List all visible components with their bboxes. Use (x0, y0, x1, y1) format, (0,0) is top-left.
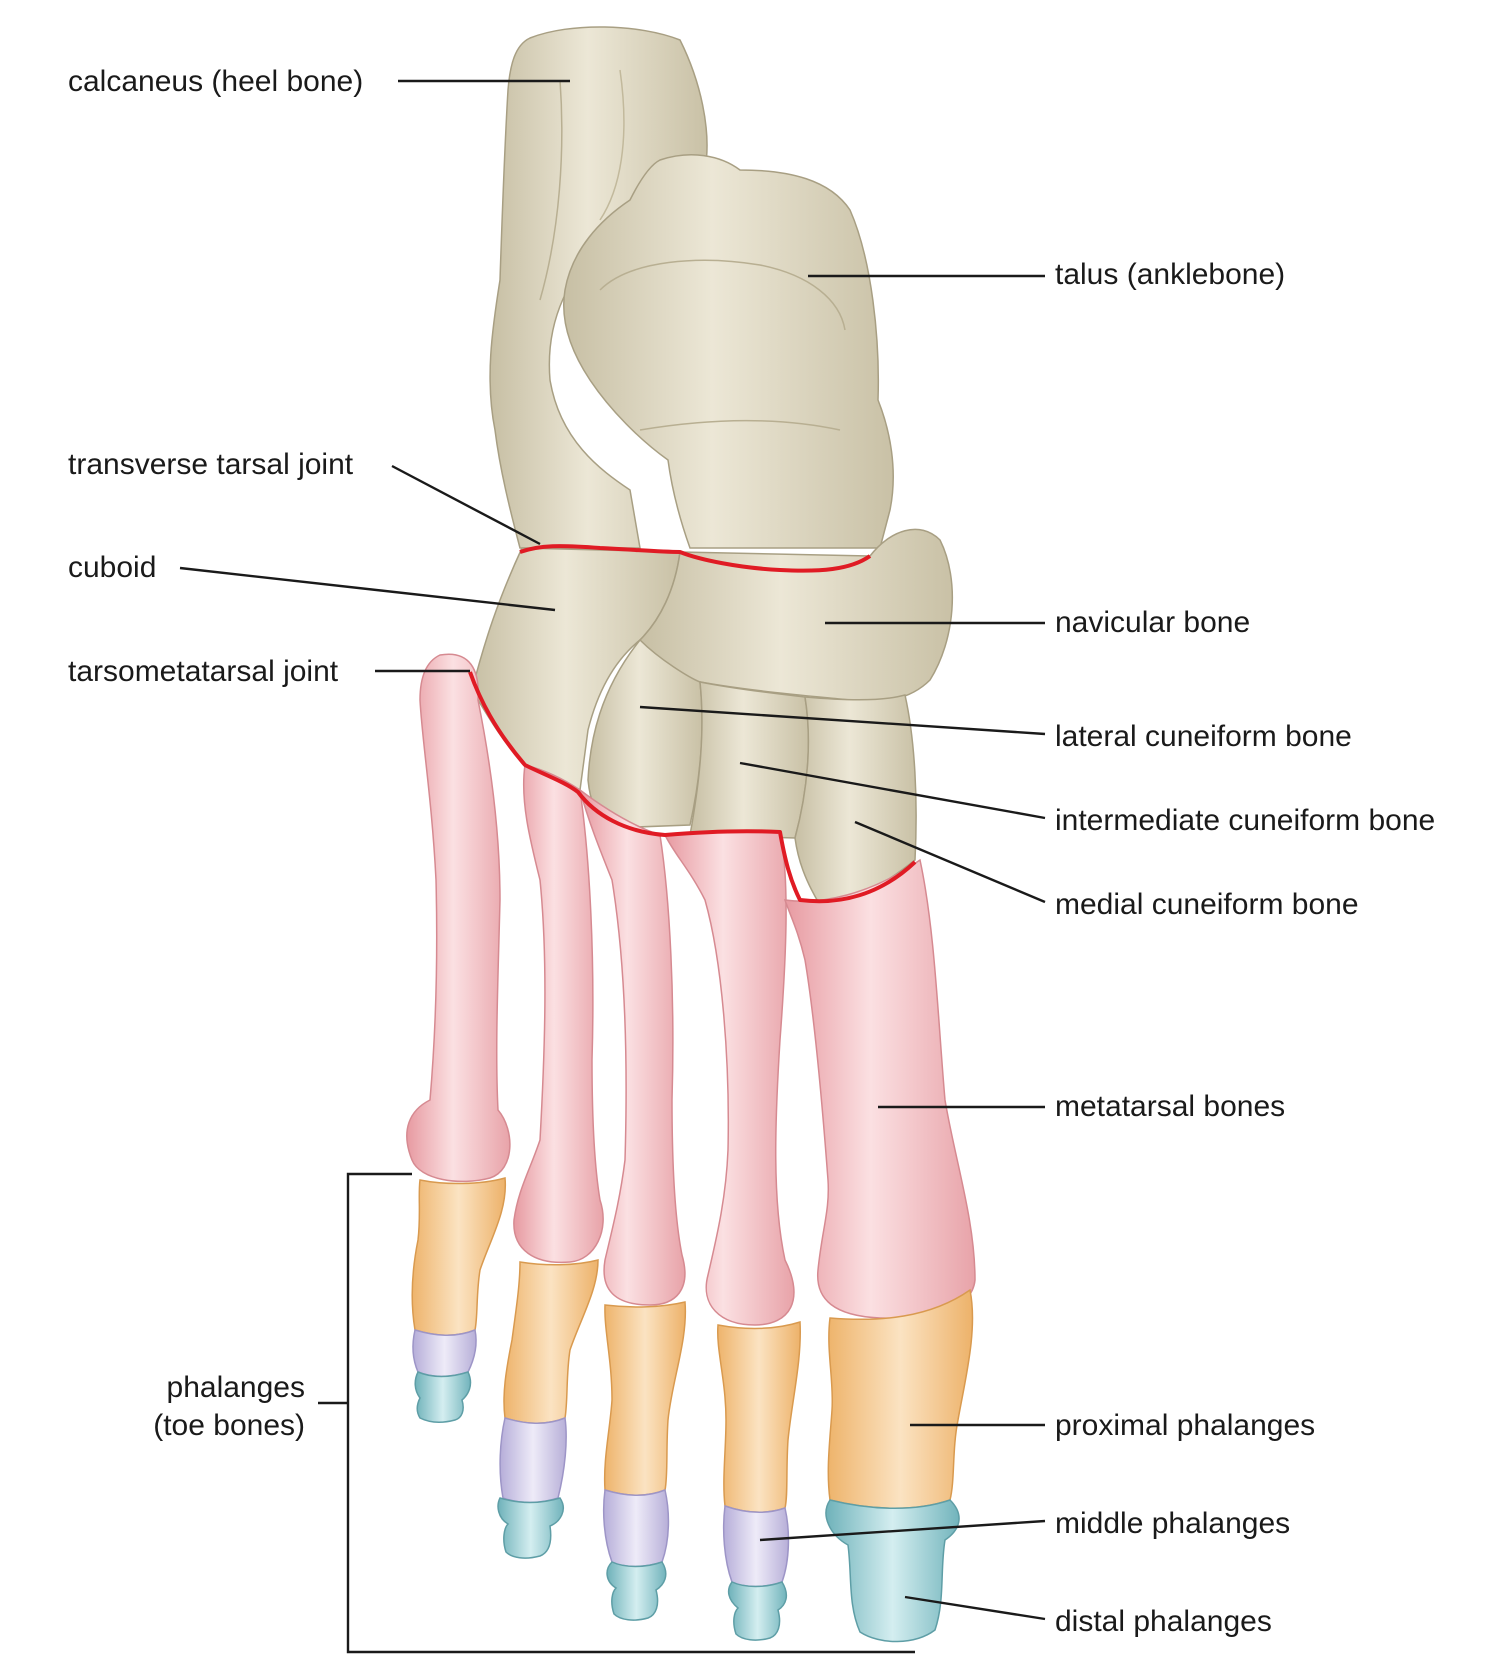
label-intermediate-cuneiform: intermediate cuneiform bone (1055, 804, 1435, 837)
label-distal-phalanges: distal phalanges (1055, 1605, 1272, 1638)
middle-phalanx-2 (722, 1504, 790, 1588)
proximal-phalanx-4 (503, 1259, 599, 1424)
phalanges-bracket (318, 1172, 915, 1654)
metatarsal-3 (578, 788, 686, 1306)
label-cuboid: cuboid (68, 551, 156, 584)
label-calcaneus: calcaneus (heel bone) (68, 65, 363, 98)
middle-phalanx-5 (412, 1328, 477, 1378)
talus-bone (563, 154, 894, 549)
proximal-phalanx-5 (411, 1177, 507, 1336)
proximal-phalanges (411, 1177, 974, 1514)
leader-lines (179, 79, 1046, 1654)
labels: calcaneus (heel bone) talus (anklebone) … (68, 65, 1435, 1638)
leader-medial-cuneiform (854, 820, 1046, 904)
middle-phalanx-3 (602, 1488, 670, 1568)
distal-phalanx-4 (497, 1497, 564, 1559)
leader-middle-phalanges (759, 1519, 1046, 1542)
label-talus: talus (anklebone) (1055, 258, 1285, 291)
metatarsal-2 (663, 830, 795, 1326)
label-proximal-phalanges: proximal phalanges (1055, 1409, 1315, 1442)
leader-intermediate-cuneiform (739, 761, 1046, 820)
intermediate-cuneiform-bone (689, 681, 810, 839)
distal-phalanx-1 (825, 1499, 960, 1643)
leader-transverse-tarsal-joint (391, 464, 541, 546)
distal-phalanx-5 (414, 1371, 472, 1423)
label-transverse-tarsal-joint: transverse tarsal joint (68, 448, 354, 481)
tarsometatarsal-joint-line (468, 671, 917, 904)
metatarsal-1 (783, 858, 976, 1319)
proximal-phalanx-1 (827, 1288, 974, 1509)
label-toe-bones: (toe bones) (153, 1409, 305, 1442)
lateral-cuneiform-bone (587, 638, 703, 829)
metatarsal-4 (513, 764, 604, 1264)
label-phalanges: phalanges (167, 1371, 305, 1404)
metatarsal-5 (406, 653, 511, 1183)
proximal-phalanx-2 (716, 1320, 802, 1514)
middle-phalanges (412, 1328, 790, 1588)
distal-phalanx-3 (606, 1561, 667, 1621)
proximal-phalanx-3 (603, 1301, 687, 1496)
distal-phalanges (414, 1371, 960, 1643)
label-medial-cuneiform: medial cuneiform bone (1055, 888, 1359, 921)
leader-cuboid (179, 566, 556, 612)
tarsal-bones (471, 26, 954, 906)
transverse-tarsal-joint-line (519, 544, 872, 573)
label-tarsometatarsal-joint: tarsometatarsal joint (68, 655, 339, 688)
label-middle-phalanges: middle phalanges (1055, 1507, 1290, 1540)
leader-distal-phalanges (904, 1595, 1046, 1621)
label-metatarsals: metatarsal bones (1055, 1090, 1285, 1123)
label-lateral-cuneiform: lateral cuneiform bone (1055, 720, 1352, 753)
metatarsal-bones (406, 653, 976, 1326)
distal-phalanx-2 (727, 1581, 788, 1641)
calcaneus-bone (489, 26, 708, 549)
label-navicular: navicular bone (1055, 606, 1250, 639)
leader-lateral-cuneiform (639, 705, 1046, 736)
middle-phalanx-4 (499, 1416, 567, 1504)
